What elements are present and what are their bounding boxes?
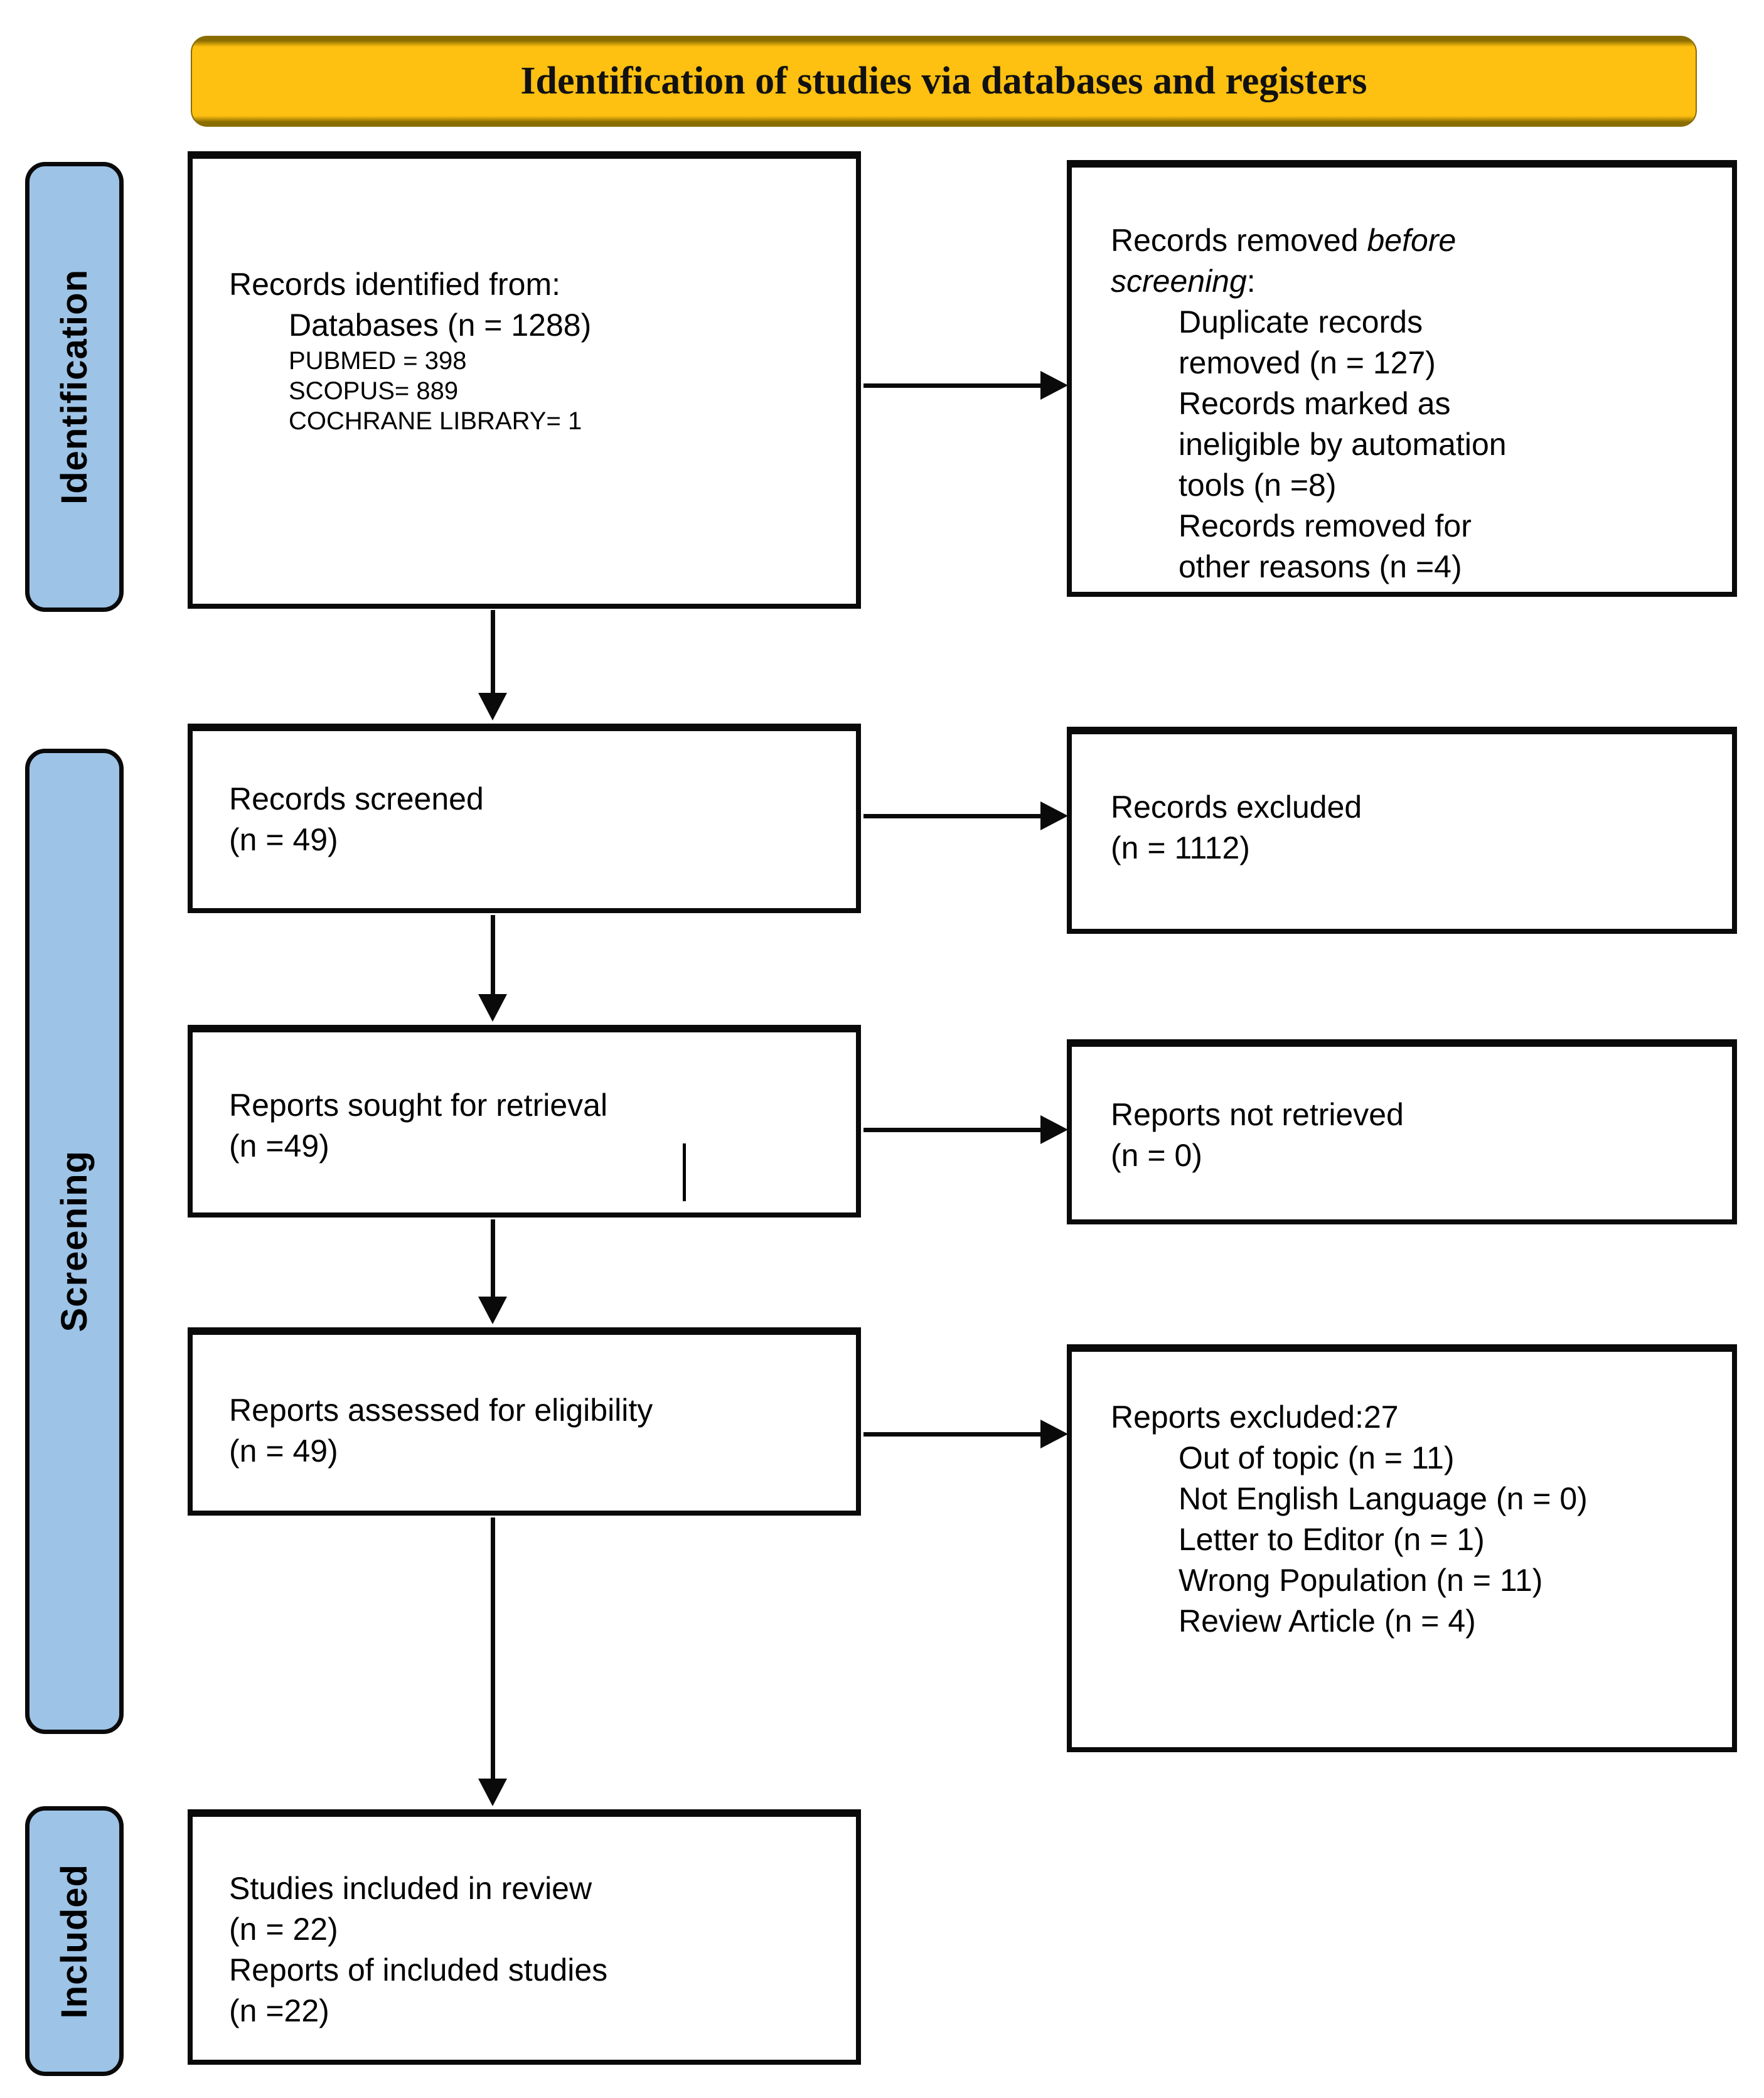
box-records-removed: Records removed before screening: Duplic… xyxy=(1067,160,1737,597)
arrow-down-assessed-to-studies-included xyxy=(478,1517,507,1806)
reports-not-retrieved-line2: (n = 0) xyxy=(1111,1138,1202,1173)
arrow-right-identified-to-removed xyxy=(863,371,1068,400)
box-records-excluded: Records excluded (n = 1112) xyxy=(1067,727,1737,934)
stray-vertical-mark xyxy=(683,1143,686,1201)
box-reports-assessed: Reports assessed for eligibility (n = 49… xyxy=(188,1327,861,1516)
records-removed-item: Records marked as ineligible by automati… xyxy=(1179,386,1507,503)
records-identified-source: SCOPUS= 889 xyxy=(289,377,459,405)
records-identified-databases: Databases (n = 1288) xyxy=(289,308,592,343)
reports-assessed-line2: (n = 49) xyxy=(229,1433,338,1469)
reports-excluded-header: Reports excluded:27 xyxy=(1111,1400,1399,1435)
stage-label-screening: Screening xyxy=(25,749,124,1734)
stage-label-included-text: Included xyxy=(54,1863,95,2019)
arrow-down-screened-to-sought xyxy=(478,915,507,1022)
records-excluded-line2: (n = 1112) xyxy=(1111,830,1250,865)
reports-assessed-line1: Reports assessed for eligibility xyxy=(229,1393,653,1428)
stage-label-identification: Identification xyxy=(25,162,124,612)
box-records-screened: Records screened (n = 49) xyxy=(188,724,861,913)
records-screened-line1: Records screened xyxy=(229,781,484,816)
records-identified-source: COCHRANE LIBRARY= 1 xyxy=(289,407,582,435)
box-reports-excluded: Reports excluded:27 Out of topic (n = 11… xyxy=(1067,1344,1737,1752)
arrow-right-assessed-to-reports-excluded xyxy=(863,1420,1068,1448)
records-removed-lead: Records removed before screening: xyxy=(1111,223,1457,299)
reports-excluded-item: Review Article (n = 4) xyxy=(1179,1603,1476,1639)
records-identified-title: Records identified from: xyxy=(229,267,561,302)
box-reports-sought: Reports sought for retrieval (n =49) xyxy=(188,1025,861,1218)
records-removed-lead-italic: before screening xyxy=(1111,223,1457,299)
studies-included-line1: Studies included in review xyxy=(229,1871,592,1906)
records-screened-line2: (n = 49) xyxy=(229,822,338,857)
arrow-down-sought-to-assessed xyxy=(478,1219,507,1324)
reports-excluded-item: Wrong Population (n = 11) xyxy=(1179,1563,1543,1598)
page-title: Identification of studies via databases … xyxy=(520,60,1367,102)
stage-label-screening-text: Screening xyxy=(54,1150,95,1332)
studies-included-line4: (n =22) xyxy=(229,1993,329,2028)
reports-not-retrieved-line1: Reports not retrieved xyxy=(1111,1097,1404,1132)
reports-sought-line2: (n =49) xyxy=(229,1128,329,1164)
arrow-down-identified-to-screened xyxy=(478,610,507,720)
arrow-right-screened-to-excluded xyxy=(863,801,1068,830)
title-banner: Identification of studies via databases … xyxy=(191,36,1697,127)
studies-included-line2: (n = 22) xyxy=(229,1912,338,1947)
stage-label-included: Included xyxy=(25,1806,124,2076)
records-excluded-line1: Records excluded xyxy=(1111,789,1362,825)
box-records-identified: Records identified from: Databases (n = … xyxy=(188,151,861,609)
reports-excluded-item: Out of topic (n = 11) xyxy=(1179,1440,1455,1475)
records-identified-source: PUBMED = 398 xyxy=(289,347,467,375)
reports-excluded-item: Not English Language (n = 0) xyxy=(1179,1481,1588,1516)
reports-excluded-item: Letter to Editor (n = 1) xyxy=(1179,1522,1485,1557)
reports-sought-line1: Reports sought for retrieval xyxy=(229,1088,608,1123)
stage-label-identification-text: Identification xyxy=(54,269,95,505)
arrow-right-sought-to-not-retrieved xyxy=(863,1115,1068,1144)
records-removed-item: Duplicate records removed (n = 127) xyxy=(1179,304,1436,380)
box-reports-not-retrieved: Reports not retrieved (n = 0) xyxy=(1067,1039,1737,1224)
box-studies-included: Studies included in review (n = 22) Repo… xyxy=(188,1809,861,2065)
studies-included-line3: Reports of included studies xyxy=(229,1952,608,1988)
records-removed-item: Records removed for other reasons (n =4) xyxy=(1179,508,1472,584)
